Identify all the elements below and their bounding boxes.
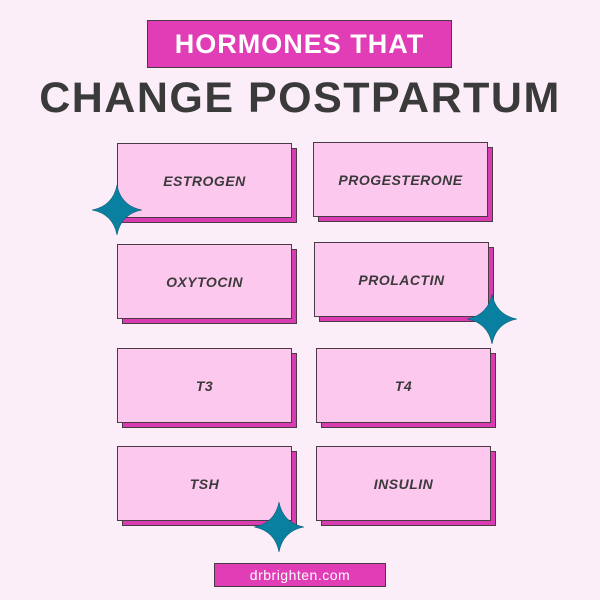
sparkle-icon	[92, 185, 142, 235]
hormone-card-t3: T3	[117, 348, 297, 428]
hormone-label: ESTROGEN	[117, 143, 292, 218]
hormone-label: INSULIN	[316, 446, 491, 521]
sparkle-icon	[254, 502, 304, 552]
hormone-label: TSH	[117, 446, 292, 521]
hormone-label: PROLACTIN	[314, 242, 489, 317]
footer-website-link[interactable]: drbrighten.com	[214, 563, 386, 587]
hormone-card-oxytocin: OXYTOCIN	[117, 244, 297, 324]
page-title: CHANGE POSTPARTUM	[39, 74, 561, 122]
hormone-card-t4: T4	[316, 348, 496, 428]
banner-hormones-that: HORMONES THAT	[147, 20, 452, 68]
hormone-card-tsh: TSH	[117, 446, 297, 526]
hormone-label: T4	[316, 348, 491, 423]
hormone-label: OXYTOCIN	[117, 244, 292, 319]
hormone-card-estrogen: ESTROGEN	[117, 143, 297, 223]
hormone-card-prolactin: PROLACTIN	[314, 242, 494, 322]
hormone-card-progesterone: PROGESTERONE	[313, 142, 493, 222]
hormone-label: PROGESTERONE	[313, 142, 488, 217]
sparkle-icon	[467, 294, 517, 344]
hormone-label: T3	[117, 348, 292, 423]
hormone-card-insulin: INSULIN	[316, 446, 496, 526]
